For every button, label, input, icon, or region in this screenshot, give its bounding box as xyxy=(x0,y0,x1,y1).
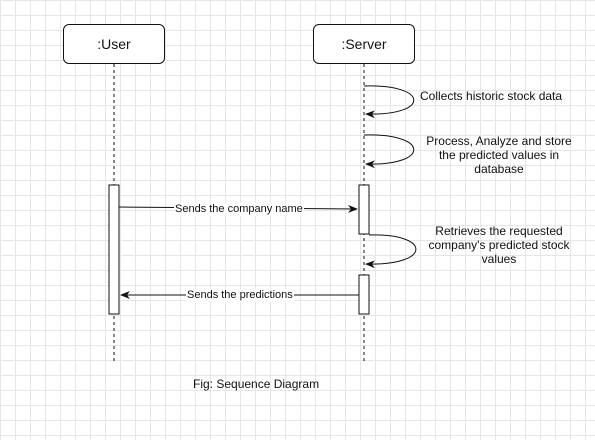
server-activation-bar-2 xyxy=(358,274,370,315)
self-message-arrow-2 xyxy=(363,134,415,169)
server-lifeline-head: :Server xyxy=(313,24,415,64)
figure-caption: Fig: Sequence Diagram xyxy=(193,377,320,391)
server-activation-bar-1 xyxy=(358,184,370,235)
self-message-label-1: Collects historic stock data xyxy=(420,89,563,103)
server-lifeline-label: :Server xyxy=(341,36,387,52)
user-activation-bar xyxy=(108,184,120,315)
self-message-label-3: Retrieves the requested company's predic… xyxy=(428,224,570,266)
user-lifeline-label: :User xyxy=(97,36,131,52)
self-message-label-2: Process, Analyze and store the predicted… xyxy=(426,134,572,176)
user-lifeline-head: :User xyxy=(63,24,165,64)
message-label-predictions: Sends the predictions xyxy=(186,289,294,302)
message-label-company-name: Sends the company name xyxy=(174,203,304,216)
self-message-arrow-1 xyxy=(363,85,415,119)
self-message-arrow-3 xyxy=(365,234,417,269)
